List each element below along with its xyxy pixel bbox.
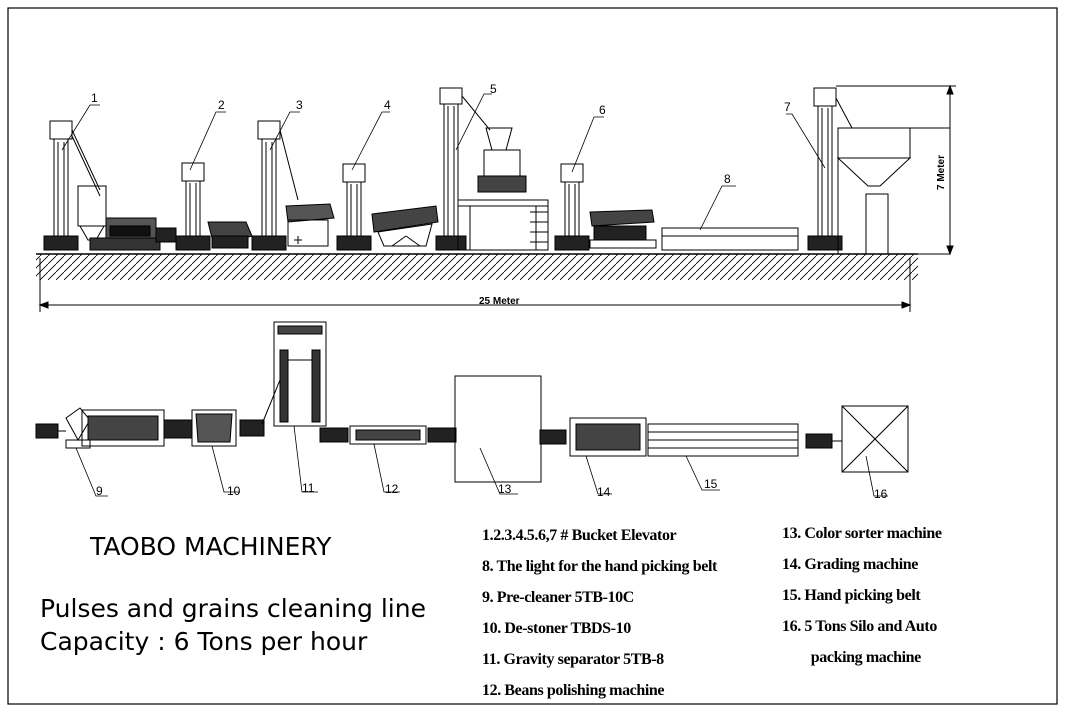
plan-label-11: 11 <box>302 481 315 495</box>
color-sorter-plan <box>454 375 542 483</box>
plan-label-12: 12 <box>385 482 399 496</box>
line-capacity: Capacity : 6 Tons per hour <box>40 627 368 656</box>
elevation-label-6: 6 <box>599 103 606 117</box>
plan-view <box>35 321 909 497</box>
grading-elevation <box>589 209 657 249</box>
elevation-label-2: 2 <box>218 98 225 112</box>
plan-label-16: 16 <box>874 487 888 501</box>
pre-cleaner-plan <box>35 407 193 449</box>
bucket-elevator-4 <box>336 163 372 251</box>
elevation-view <box>36 84 956 312</box>
elevation-label-1: 1 <box>91 91 98 105</box>
plan-label-13: 13 <box>498 482 512 496</box>
elevation-leader-lines <box>61 93 826 231</box>
pre-cleaner-elevation <box>77 185 177 251</box>
legend-item: 15. Hand picking belt <box>782 587 921 604</box>
destoner-plan <box>191 409 265 447</box>
destoner-elevation <box>207 221 253 249</box>
legend-item: 13. Color sorter machine <box>782 525 942 542</box>
height-dimension <box>836 84 956 256</box>
elevation-label-3: 3 <box>296 98 303 112</box>
plan-labels: 9 10 11 12 13 14 15 16 <box>96 477 888 501</box>
ground-line <box>36 253 918 280</box>
legend-item: 16. 5 Tons Silo and Auto <box>782 618 937 635</box>
elevation-label-7: 7 <box>784 100 791 114</box>
bucket-elevator-5 <box>435 87 491 251</box>
plan-label-10: 10 <box>227 484 241 498</box>
plan-label-14: 14 <box>597 485 611 499</box>
bucket-elevator-7 <box>807 87 853 251</box>
polishing-plan <box>319 425 457 445</box>
legend-item: 12. Beans polishing machine <box>482 682 665 699</box>
gravity-separator-elevation <box>285 203 335 247</box>
line-title: Pulses and grains cleaning line <box>40 594 426 623</box>
elevation-label-5: 5 <box>490 82 497 96</box>
elevation-label-4: 4 <box>384 98 391 112</box>
bucket-elevator-1 <box>43 120 101 251</box>
legend-left: 1.2.3.4.5.6,7 # Bucket Elevator 8. The l… <box>482 520 717 706</box>
length-dimension <box>38 258 912 312</box>
silo-packing-elevation <box>836 127 951 255</box>
height-dimension-label: 7 Meter <box>936 155 947 190</box>
gravity-separator-plan <box>261 321 327 427</box>
legend-item: 14. Grading machine <box>782 556 918 573</box>
polishing-elevation <box>371 205 439 247</box>
legend-right: 13. Color sorter machine 14. Grading mac… <box>782 518 942 673</box>
silo-plan <box>841 405 909 473</box>
hand-picking-light-elevation <box>661 227 799 251</box>
bucket-elevator-2 <box>175 162 211 251</box>
plan-label-9: 9 <box>96 484 103 498</box>
elevation-labels: 1 2 3 4 5 6 7 8 <box>91 82 791 186</box>
drawing-border <box>7 7 1058 705</box>
legend-item: 11. Gravity separator 5TB-8 <box>482 651 664 668</box>
elevation-label-8: 8 <box>724 172 731 186</box>
legend-item: 1.2.3.4.5.6,7 # Bucket Elevator <box>482 527 677 544</box>
hand-picking-belt-plan <box>647 423 842 457</box>
legend-item: 9. Pre-cleaner 5TB-10C <box>482 589 634 606</box>
legend-item: 8. The light for the hand picking belt <box>482 558 717 575</box>
plan-leader-lines <box>75 425 888 497</box>
color-sorter-elevation <box>457 127 549 251</box>
legend-item: 10. De-stoner TBDS-10 <box>482 620 631 637</box>
bucket-elevator-3 <box>251 120 299 251</box>
legend-item: packing machine <box>782 649 921 666</box>
grading-plan <box>539 417 647 457</box>
bucket-elevator-6 <box>554 163 590 251</box>
company-name: TAOBO MACHINERY <box>90 532 332 561</box>
line-description: Pulses and grains cleaning line Capacity… <box>40 592 426 658</box>
length-dimension-label: 25 Meter <box>479 296 520 307</box>
plan-label-15: 15 <box>704 477 718 491</box>
